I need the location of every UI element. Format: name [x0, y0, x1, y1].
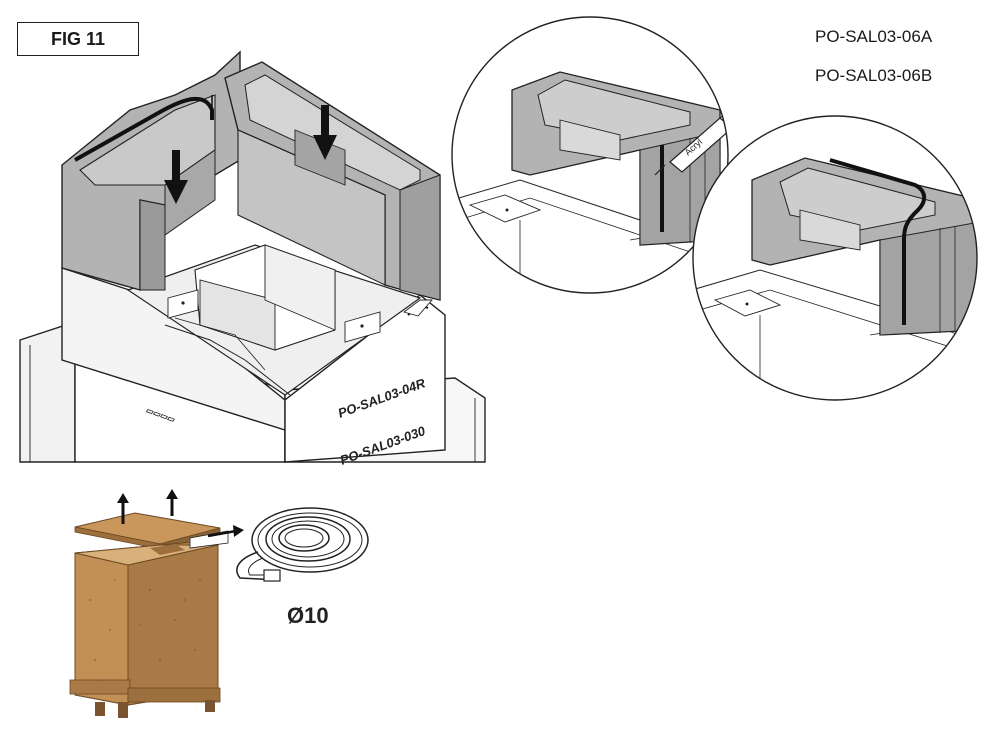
down-arrow-left	[164, 150, 188, 204]
figure-title-box: FIG 11	[17, 22, 139, 56]
lift-arrows	[117, 489, 178, 524]
down-arrow-right	[313, 105, 337, 160]
part-label-a: PO-SAL03-06A	[815, 27, 933, 46]
upper-block-right	[224, 61, 441, 301]
middle-block: PO-SAL03-04R PO-SAL03-030 ▭▭▭▭	[61, 244, 446, 468]
wooden-crate	[69, 489, 244, 718]
gasket-diameter: Ø10	[287, 603, 329, 628]
stove-assembly: PO-SAL03-04R PO-SAL03-030 ▭▭▭▭	[19, 50, 486, 468]
figure-title: FIG 11	[50, 28, 106, 49]
caulk-detail-main	[403, 299, 433, 317]
gasket-diameter-label: Ø10	[287, 603, 329, 628]
detail-circle-b	[692, 115, 978, 401]
part-label-b: PO-SAL03-06B	[815, 66, 933, 85]
extract-arrow	[189, 525, 244, 549]
gasket-coil	[236, 507, 369, 582]
detail-circle-a: Acryl	[451, 16, 729, 294]
upper-block-left	[61, 50, 241, 291]
